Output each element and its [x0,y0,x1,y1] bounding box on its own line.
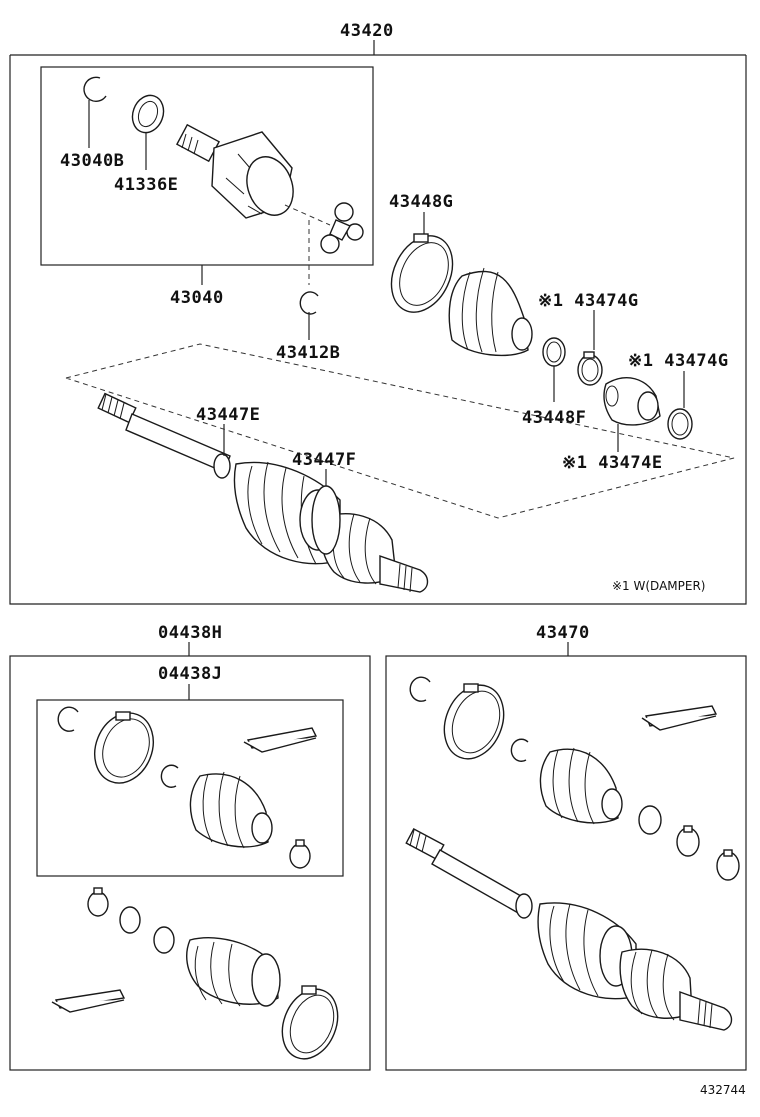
diagram-id: 432744 [700,1083,746,1097]
label-boot-clamp-large: 43448G [389,192,453,212]
seal-icon: 41336E [114,94,178,195]
footnote: ※1 W(DAMPER) [612,579,705,593]
outer-clamp-large-icon [311,485,341,555]
label-inner-clip: 43412B [276,343,340,363]
shaft-dashed-outline [65,343,735,519]
assembly-43420-group: 43420 43040B 41336E [9,21,747,605]
inner-joint-box [40,66,374,266]
label-outer-clamp-small: 43447E [196,405,260,425]
label-shaft-assembly: 43470 [536,623,590,643]
snap-ring-icon: 43040B [60,76,124,171]
label-boot-kit-outer: 04438H [158,623,222,643]
label-snap-ring: 43040B [60,151,124,171]
label-damper-clamp-a: ※1 43474G [538,291,639,311]
damper-clamp-b-icon: ※1 43474G [628,351,729,440]
boot-clamp-large-icon: 43448G [389,192,454,313]
frame-main [9,55,747,605]
label-assembly-main: 43420 [340,21,394,41]
shaft-assembly-group: 43470 [385,623,747,1071]
damper-icon: ※1 43474E [562,377,663,473]
label-seal: 41336E [114,175,178,195]
label-outer-clamp-large: 43447F [292,450,356,470]
inner-joint-housing-icon [175,123,294,219]
inner-clip-icon: 43412B [276,291,340,363]
label-boot-clamp-small: 43448F [522,408,586,428]
label-inner-joint-set: 43040 [170,288,224,308]
label-damper: ※1 43474E [562,453,663,473]
tripod-icon [284,202,364,254]
frame-shaft-assembly [385,655,747,1071]
damper-clamp-a-icon: ※1 43474G [538,291,639,386]
label-damper-clamp-b: ※1 43474G [628,351,729,371]
frame-boot-kit [9,655,371,1071]
drive-shaft-icon [97,392,429,593]
inner-boot-icon [448,267,533,357]
boot-kit-group: 04438H 04438J [9,623,371,1071]
label-boot-kit-inner: 04438J [158,664,222,684]
frame-boot-kit-inner [36,699,344,877]
